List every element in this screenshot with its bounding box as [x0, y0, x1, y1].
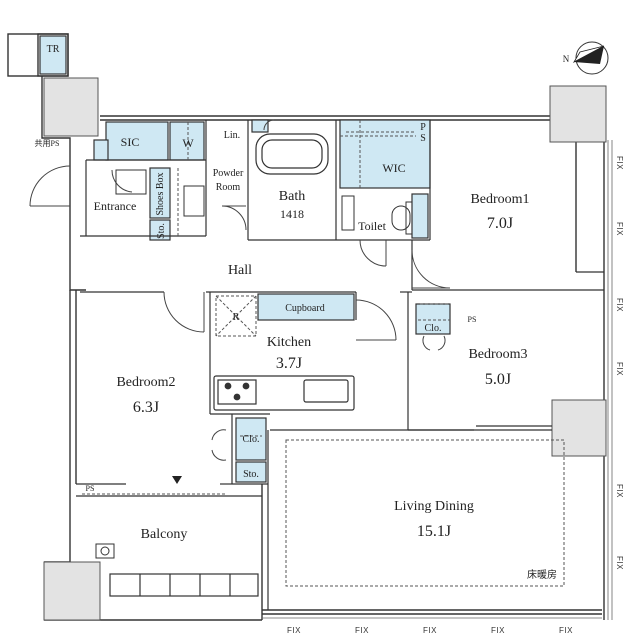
label-sic: SIC [121, 135, 140, 149]
label-wic: WIC [382, 161, 405, 175]
fix-labels-bottom: FIX FIX FIX FIX FIX [287, 626, 573, 635]
label-sto-kitchen: Sto. [243, 469, 259, 480]
label-toilet: Toilet [358, 219, 386, 233]
label-lin: Lin. [224, 130, 240, 141]
fix-label: FIX [355, 626, 369, 635]
label-bedroom2: Bedroom2 [116, 375, 175, 390]
label-living-dining: Living Dining [394, 499, 474, 514]
label-kitchen-size: 3.7J [276, 355, 302, 372]
window-marker [172, 476, 182, 484]
label-tr: TR [47, 44, 60, 55]
label-ps-bed2: PS [86, 484, 95, 493]
fix-label: FIX [423, 626, 437, 635]
storage-fills [39, 35, 451, 483]
label-bedroom3: Bedroom3 [468, 347, 527, 362]
label-kyoyo-ps: 共用PS [35, 139, 60, 148]
label-r-mark: R [233, 312, 240, 323]
label-bath-size: 1418 [280, 207, 304, 221]
fix-label: FIX [615, 298, 624, 312]
label-bedroom1-size: 7.0J [487, 215, 513, 232]
fix-labels-right: FIX FIX FIX FIX FIX FIX [615, 156, 624, 570]
label-entrance: Entrance [94, 199, 137, 213]
room-labels: TR SIC W Lin. Powder Room Bath 1418 Shoe… [35, 44, 570, 581]
fix-label: FIX [615, 222, 624, 236]
entrance-cabinet [115, 169, 147, 195]
label-hall: Hall [228, 263, 252, 278]
label-ps-top: P [420, 122, 426, 133]
label-balcony: Balcony [141, 527, 188, 542]
fix-label: FIX [615, 484, 624, 498]
label-w: W [182, 136, 194, 150]
label-sto-entrance: Sto. [156, 223, 167, 239]
label-floor-heating: 床暖房 [527, 568, 557, 581]
label-living-dining-size: 15.1J [417, 523, 451, 540]
fix-label: FIX [615, 362, 624, 376]
kitchen-counter [213, 375, 355, 411]
stove-burners [224, 382, 250, 401]
refrigerator-mark [215, 295, 257, 337]
label-clo-bed3: Clo. [425, 323, 442, 334]
toilet-fixture [341, 195, 413, 235]
door-swings [29, 119, 451, 461]
label-bath: Bath [279, 189, 305, 204]
label-ps-bed3: PS [468, 315, 477, 324]
fix-label: FIX [287, 626, 301, 635]
label-cupboard: Cupboard [285, 303, 324, 314]
bathtub [255, 133, 329, 175]
label-clo-kitchen: Clo. [243, 434, 260, 445]
label-ps-top-s: S [420, 133, 426, 144]
label-compass-n: N [563, 54, 570, 64]
columns [43, 77, 607, 621]
fix-label: FIX [615, 156, 624, 170]
label-kitchen: Kitchen [267, 335, 311, 350]
partitions [76, 120, 604, 610]
powder-sink [183, 185, 205, 217]
outdoor-unit [95, 543, 115, 559]
fix-label: FIX [615, 556, 624, 570]
label-bedroom2-size: 6.3J [133, 399, 159, 416]
label-shoes-box: Shoes Box [155, 172, 166, 215]
label-bedroom1: Bedroom1 [470, 192, 529, 207]
label-bedroom3-size: 5.0J [485, 371, 511, 388]
fix-label: FIX [491, 626, 505, 635]
right-windows [262, 140, 613, 620]
label-powder-room-2: Room [216, 182, 241, 193]
dotted-lines [82, 120, 565, 587]
fix-label: FIX [559, 626, 573, 635]
label-powder-room-1: Powder [213, 168, 244, 179]
compass-icon [572, 41, 609, 75]
